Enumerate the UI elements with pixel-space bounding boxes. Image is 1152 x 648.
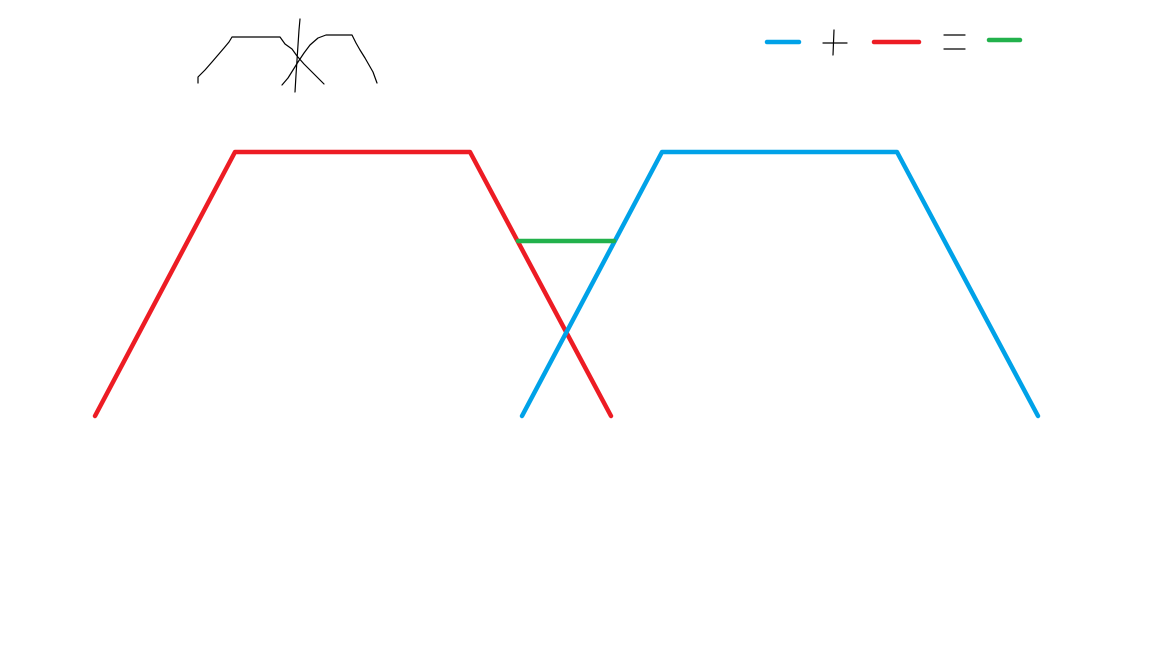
red-trapezoid: [92, 149, 614, 419]
legend-equation: [764, 29, 1023, 56]
sketch-thumbnail: [197, 18, 378, 93]
sketch-vertical-stroke: [294, 18, 301, 93]
blue-trapezoid: [519, 149, 1041, 419]
sketch-left-trapezoid: [197, 36, 325, 85]
plus-sign: [822, 29, 848, 56]
equals-sign: [943, 34, 966, 50]
sketch-right-trapezoid: [281, 34, 378, 86]
